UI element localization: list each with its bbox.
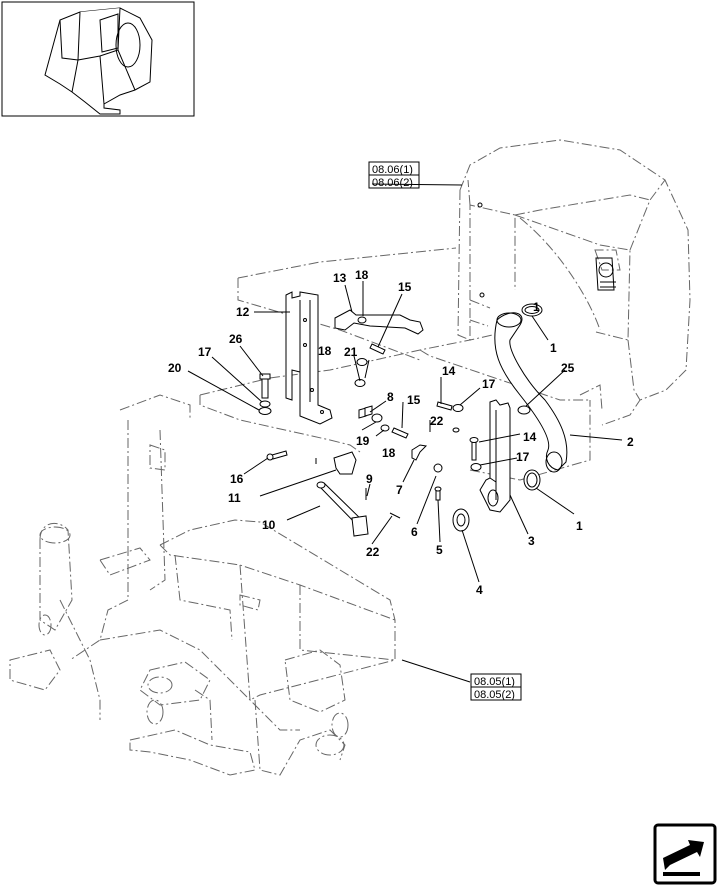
- reference-upper-line1: 08.06(1): [372, 164, 413, 176]
- part-label: 20: [168, 361, 182, 375]
- clamp-1-lower: [523, 469, 541, 491]
- part-label: 5: [436, 543, 443, 557]
- part-label: 15: [407, 393, 421, 407]
- part-label: 14: [523, 430, 537, 444]
- clamp-1-upper: [521, 303, 543, 317]
- part-label: 1: [576, 519, 583, 533]
- part-label: 25: [561, 361, 575, 375]
- part-label: 17: [482, 377, 496, 391]
- thumbnail-inset: [1, 1, 195, 117]
- frame-outline-lower: [9, 394, 396, 776]
- part-label: 14: [442, 364, 456, 378]
- part-label: 15: [398, 280, 412, 294]
- reference-lower-line1: 08.05(1): [474, 676, 515, 688]
- part-label: 21: [344, 345, 358, 359]
- bracket-3: [479, 399, 511, 513]
- part-label: 10: [262, 518, 276, 532]
- reference-upper-line2: 08.06(2): [372, 177, 413, 189]
- part-label: 2: [627, 435, 634, 449]
- part-label: 17: [516, 450, 530, 464]
- reference-lower-line2: 08.05(2): [474, 689, 515, 701]
- part-label: 22: [366, 545, 380, 559]
- radiator-shroud-thumbnail: [44, 7, 153, 115]
- bracket-12: [285, 291, 333, 425]
- reference-box-lower[interactable]: 08.05(1) 08.05(2): [470, 673, 522, 701]
- part-label: 22: [430, 414, 444, 428]
- part-label: 9: [366, 472, 373, 486]
- part-label: 18: [382, 446, 396, 460]
- part-label: 13: [333, 271, 347, 285]
- hose-2: [494, 312, 568, 473]
- part-number-labels: 1 1 1 2 3 4 5 6 7 8 9 10 11 12 13 14 14 …: [168, 268, 634, 597]
- leader-lines: [187, 183, 623, 683]
- reference-box-upper[interactable]: 08.06(1) 08.06(2): [368, 161, 420, 189]
- part-label: 1: [550, 341, 557, 355]
- grommet-4: [452, 508, 470, 532]
- part-label: 1: [533, 300, 540, 314]
- radiator-shroud: [457, 139, 691, 426]
- part-label: 6: [411, 525, 418, 539]
- fasteners: [258, 316, 531, 537]
- part-label: 4: [476, 583, 483, 597]
- next-page-arrow-icon[interactable]: [653, 823, 717, 885]
- part-label: 26: [229, 332, 243, 346]
- part-label: 18: [318, 344, 332, 358]
- part-label: 3: [528, 534, 535, 548]
- part-label: 11: [228, 491, 241, 505]
- part-label: 7: [396, 483, 403, 497]
- brace-13: [334, 309, 424, 335]
- part-label: 16: [230, 472, 244, 486]
- part-label: 8: [387, 390, 394, 404]
- part-label: 18: [355, 268, 369, 282]
- part-label: 12: [236, 305, 250, 319]
- part-label: 19: [356, 434, 370, 448]
- part-label: 17: [198, 345, 212, 359]
